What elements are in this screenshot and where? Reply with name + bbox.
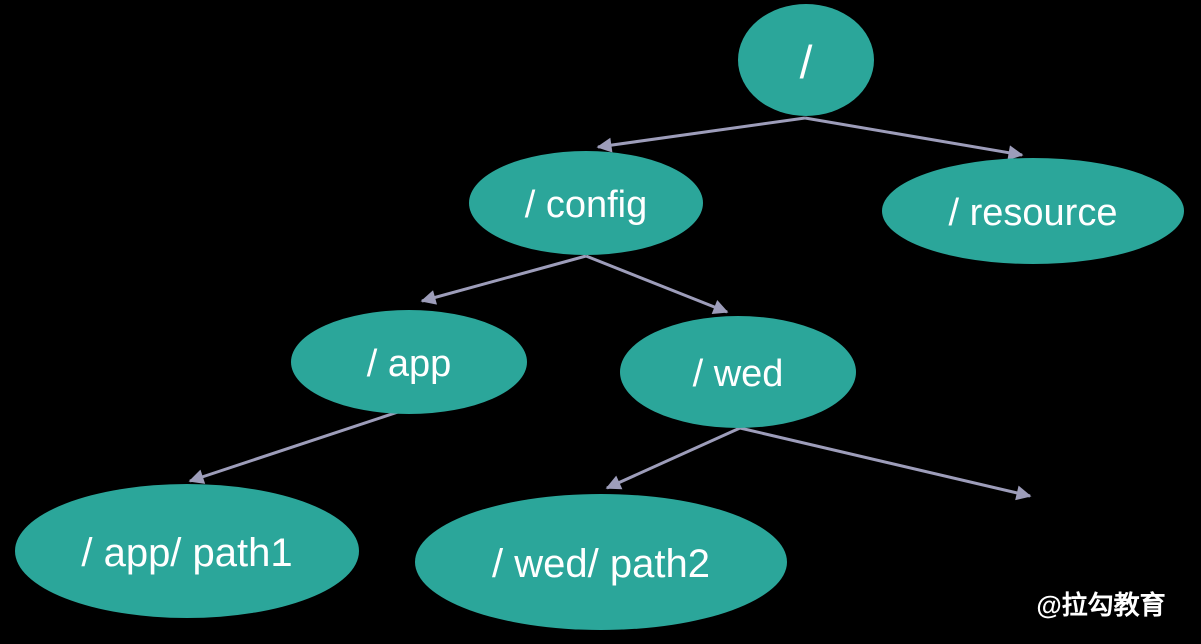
node-config-label: / config (525, 184, 648, 226)
edge-config-to-app (420, 254, 587, 305)
node-wed-label: / wed (693, 353, 784, 395)
node-app-ellipse (291, 310, 527, 414)
watermark: @拉勾教育 (1036, 590, 1165, 620)
node-resource-ellipse (882, 158, 1184, 264)
edge-wed-to-path2 (605, 426, 741, 490)
node-config-ellipse (469, 151, 703, 255)
edge-app-to-path1 (188, 409, 402, 484)
node-wed-path2: / wed/ path2 (415, 494, 787, 630)
edge-root-to-config (596, 116, 806, 153)
node-app: / app (291, 310, 527, 414)
node-root: / (738, 4, 874, 116)
node-wed-path2-ellipse (415, 494, 787, 630)
node-root-ellipse (738, 4, 874, 116)
edges (188, 116, 1032, 501)
edge-config-to-wed (585, 254, 729, 314)
node-resource-label: / resource (949, 192, 1118, 234)
node-wed-ellipse (620, 316, 856, 428)
node-wed-path2-label: / wed/ path2 (492, 542, 710, 586)
edge-root-to-resource (804, 116, 1024, 161)
node-wed: / wed (620, 316, 856, 428)
node-app-path1: / app/ path1 (15, 484, 359, 618)
node-app-label: / app (367, 343, 452, 385)
node-app-path1-ellipse (15, 484, 359, 618)
node-app-path1-label: / app/ path1 (81, 531, 292, 575)
node-resource: / resource (882, 158, 1184, 264)
edge-wed-to-unlabeled (739, 426, 1032, 501)
node-config: / config (469, 151, 703, 255)
node-root-label: / (800, 36, 813, 88)
